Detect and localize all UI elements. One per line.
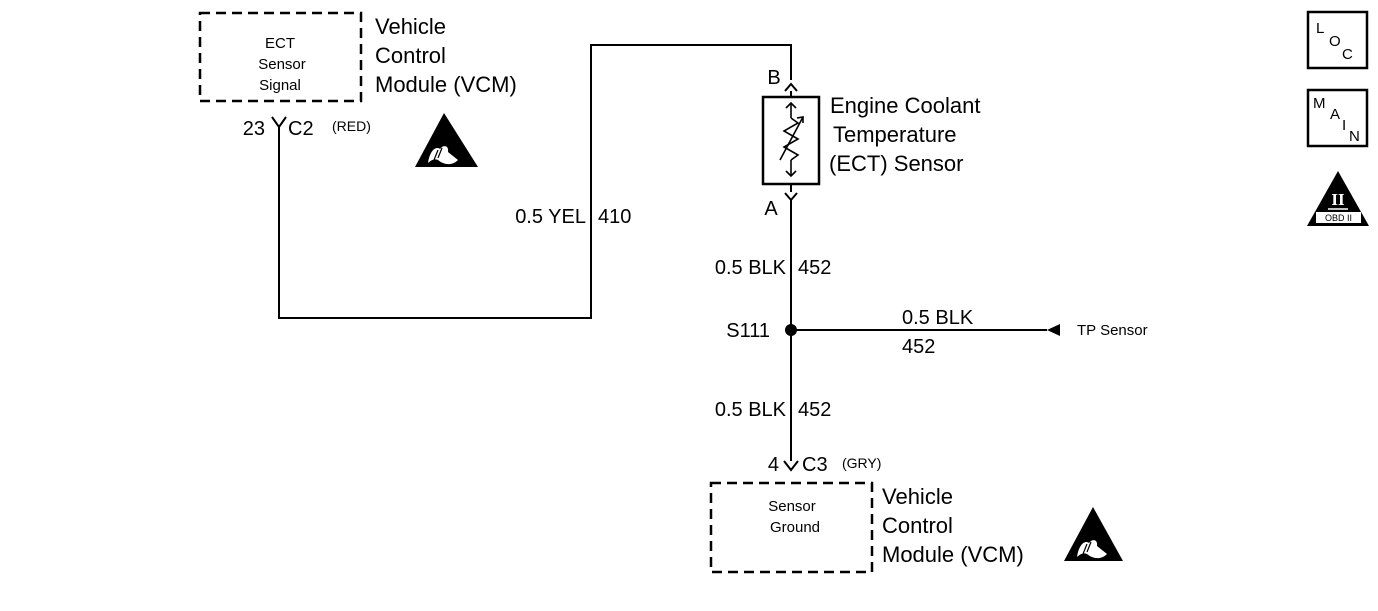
ect-signal-box-line-2: Sensor: [258, 56, 306, 73]
ect-sensor-name-line-1: Engine Coolant: [830, 93, 980, 118]
vcm-bottom-label-line-3: Module (VCM): [882, 542, 1024, 567]
tp-sensor-label: TP Sensor: [1077, 322, 1148, 339]
connector-c2-label: C2: [288, 118, 314, 140]
vcm-bottom-label-line-1: Vehicle: [882, 484, 953, 509]
wire-410-signal: [278, 44, 792, 319]
vcm-bottom-pin: 4: [768, 454, 779, 476]
connector-c2-color: (RED): [332, 118, 371, 134]
main-icon: M A I N: [1306, 88, 1369, 148]
main-icon-letter-a: A: [1330, 106, 1340, 123]
tp-sensor-arrow-icon: [1047, 324, 1060, 336]
sensor-ground-box-line-1: Sensor: [768, 498, 816, 515]
obd-ii-icon: II OBD II: [1307, 171, 1369, 226]
main-icon-letter-m: M: [1313, 95, 1326, 112]
vcm-top-pin: 23: [243, 118, 265, 140]
sensor-ground-box: [709, 481, 874, 574]
thermistor-symbol: [779, 101, 804, 178]
esd-warning-icon: [1064, 507, 1123, 561]
ect-signal-box: [198, 11, 363, 103]
ect-terminal-b-connector: [784, 82, 798, 92]
vcm-bottom: 4 C3 (GRY) Sensor Ground Vehicle Control…: [709, 454, 1123, 574]
wire-452-tp-circuit: 452: [902, 336, 935, 358]
vcm-bottom-label-line-2: Control: [882, 513, 953, 538]
ect-signal-box-line-1: ECT: [265, 35, 295, 52]
sensor-ground-box-line-2: Ground: [770, 519, 820, 536]
vcm-top-label-line-1: Vehicle: [375, 14, 446, 39]
vcm-top: ECT Sensor Signal Vehicle Control Module…: [198, 11, 517, 167]
main-icon-letter-i: I: [1342, 117, 1346, 134]
wire-410-gauge-color: 0.5 YEL: [515, 206, 586, 228]
wire-452-tp-gauge-color: 0.5 BLK: [902, 307, 974, 329]
loc-icon-letter-l: L: [1316, 20, 1324, 37]
wire-452-upper-gauge-color: 0.5 BLK: [715, 257, 787, 279]
vcm-top-label-line-2: Control: [375, 43, 446, 68]
ect-sensor: B A Engine Coolant Temperature (ECT) Sen…: [761, 67, 980, 220]
loc-icon-letter-c: C: [1342, 46, 1353, 63]
connector-c2-symbol: [271, 116, 287, 129]
main-icon-letter-n: N: [1349, 128, 1360, 145]
loc-icon: L O C: [1306, 10, 1369, 70]
connector-c3-symbol: [783, 460, 799, 472]
ect-signal-box-line-3: Signal: [259, 77, 301, 94]
wire-410-circuit: 410: [598, 206, 631, 228]
obd-ii-roman: II: [1331, 190, 1345, 209]
wire-452-lower-circuit: 452: [798, 399, 831, 421]
vcm-top-label-line-3: Module (VCM): [375, 72, 517, 97]
connector-c3-color: (GRY): [842, 455, 881, 471]
ect-terminal-a-connector: [784, 192, 798, 202]
connector-c3-label: C3: [802, 454, 828, 476]
wire-452-upper-circuit: 452: [798, 257, 831, 279]
splice-s111-label: S111: [726, 320, 770, 342]
ect-terminal-b: B: [767, 67, 780, 89]
obd-ii-text: OBD II: [1325, 213, 1352, 223]
ect-sensor-name-line-3: (ECT) Sensor: [829, 151, 963, 176]
loc-icon-letter-o: O: [1329, 33, 1341, 50]
wire-452-lower-gauge-color: 0.5 BLK: [715, 399, 787, 421]
esd-warning-icon: [415, 113, 478, 167]
ect-sensor-name-line-2: Temperature: [833, 122, 957, 147]
ect-terminal-a: A: [764, 198, 778, 220]
